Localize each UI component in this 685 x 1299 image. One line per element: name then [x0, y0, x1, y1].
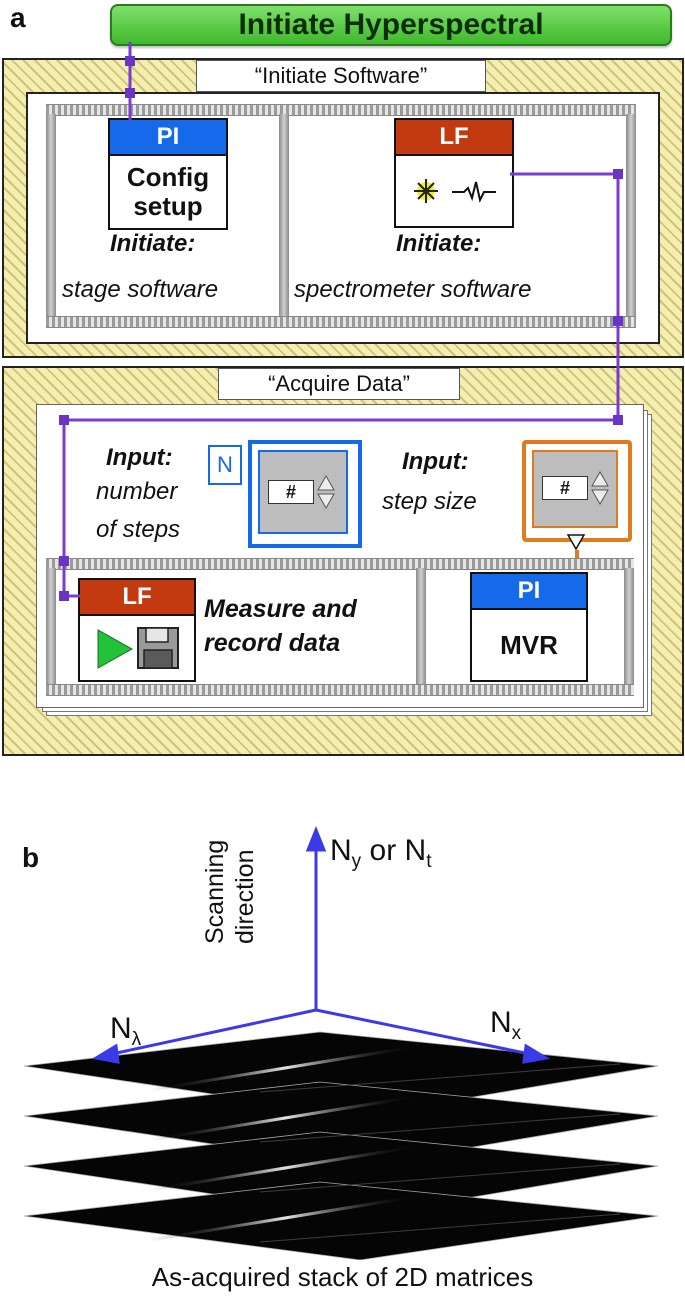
acquire-data-title: “Acquire Data” [218, 368, 460, 400]
initiate-software-title: “Initiate Software” [196, 60, 486, 92]
pi-mvr-body: MVR [500, 629, 558, 660]
pi-config-line1: Config [126, 162, 210, 192]
hyperspectral-stack-diagram [23, 825, 659, 1260]
axis-up-label: Ny or Nt [330, 834, 431, 873]
axis-up-n1: N [330, 834, 352, 867]
number-of-steps-field[interactable]: # [268, 480, 314, 504]
matrix-sheets [23, 1031, 659, 1260]
film2-post-left [46, 568, 56, 684]
panel-label-b: b [22, 842, 40, 873]
scan-line2: direction [231, 849, 259, 945]
spec-caption-italic: spectrometer software [294, 276, 532, 303]
scanning-direction-label: Scanning direction [200, 820, 260, 990]
film-strip-top [46, 104, 636, 116]
film-post-middle [279, 114, 289, 316]
measure-line2: record data [204, 629, 341, 657]
pi-config-line2: setup [133, 191, 203, 221]
step-size-control[interactable]: # [522, 440, 632, 542]
pi-config-node[interactable]: PI Config setup [108, 118, 228, 230]
play-save-icon [97, 627, 179, 669]
pi-mvr-node[interactable]: PI MVR [470, 572, 588, 682]
wire-network [59, 42, 623, 601]
steps-input-line2: of steps [96, 516, 181, 543]
size-spinner-icon[interactable] [590, 470, 610, 506]
lf-spectrum-icon [414, 179, 496, 203]
film2-strip-bottom [46, 684, 634, 696]
film2-post-middle [416, 568, 426, 684]
bottom-caption: As-acquired stack of 2D matrices [151, 1262, 534, 1292]
film2-strip-top [46, 558, 634, 570]
lf-spectrometer-head: LF [396, 120, 512, 156]
initiate-hyperspectral-button[interactable]: Initiate Hyperspectral [110, 4, 672, 46]
pi-config-head: PI [110, 120, 226, 156]
measure-line1: Measure and [204, 595, 357, 623]
axis-left-n: N [110, 1012, 132, 1045]
size-input-italic: step size [382, 488, 477, 515]
scan-line1: Scanning [201, 839, 229, 944]
step-size-triangle-icon [566, 534, 586, 551]
pi-mvr-head: PI [472, 574, 586, 610]
axis-right-sub: x [511, 1023, 522, 1044]
steps-input-bold: Input: [106, 444, 173, 471]
size-input-bold: Input: [402, 448, 469, 475]
steps-input-line1: number [96, 478, 178, 505]
axis-left-sub: λ [131, 1029, 142, 1050]
film-strip-bottom [46, 316, 636, 328]
axis-up-sub2: t [426, 851, 432, 872]
stage-caption-bold: Initiate: [110, 230, 196, 257]
lf-record-node[interactable]: LF [78, 578, 196, 682]
steps-spinner-icon[interactable] [316, 474, 336, 510]
lf-record-head: LF [80, 580, 194, 616]
axes [91, 825, 551, 1064]
step-size-field[interactable]: # [542, 476, 588, 500]
axis-up-sub1: y [351, 851, 362, 872]
stage-caption-italic: stage software [62, 276, 219, 303]
number-of-steps-control[interactable]: # [248, 440, 362, 548]
axis-right-label: Nx [490, 1006, 521, 1045]
spec-caption-bold: Initiate: [396, 230, 482, 257]
measure-record-caption: Measure and record data [204, 592, 357, 660]
lf-spectrometer-node[interactable]: LF [394, 118, 514, 228]
n-indicator: N [208, 445, 242, 485]
film-post-right [626, 114, 636, 316]
film2-post-right [624, 568, 634, 684]
panel-label-a: a [10, 2, 26, 33]
film-post-left [46, 114, 56, 316]
axis-up-mid: or N [361, 834, 427, 867]
axis-right-n: N [490, 1006, 512, 1039]
axis-left-label: Nλ [110, 1012, 141, 1051]
